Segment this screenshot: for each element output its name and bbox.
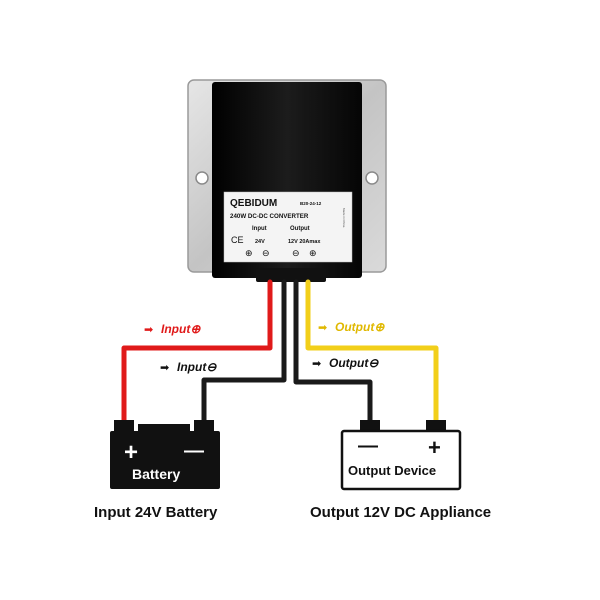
device-terminal-negative	[360, 420, 380, 432]
wire-output-negative	[293, 279, 373, 431]
caption-output-appliance: Output 12V DC Appliance	[310, 504, 492, 521]
terminal-minus-out: ⊖	[292, 249, 300, 259]
input-negative-label: Input⊖	[177, 360, 217, 374]
device-plus-sign: +	[428, 435, 441, 460]
wire-labels: ➡ Input⊕ ➡ Input⊖ ➡ Output⊕ ➡ Output⊖	[144, 320, 385, 374]
label-sticker	[223, 191, 353, 263]
output-heading: Output	[290, 226, 310, 232]
converter-title: 240W DC-DC CONVERTER	[230, 213, 309, 220]
battery-plus-sign: +	[124, 439, 138, 466]
side-note: Made in China	[342, 208, 346, 228]
output-positive-label: Output⊕	[335, 320, 385, 334]
output-negative-label: Output⊖	[329, 356, 379, 370]
input-heading: Input	[252, 226, 267, 232]
input-negative-arrow: ➡	[160, 361, 169, 374]
battery-cap	[138, 424, 190, 432]
terminal-plus-out: ⊕	[309, 249, 317, 259]
mounting-hole-right	[365, 171, 379, 185]
input-positive-arrow: ➡	[144, 323, 153, 336]
wire-output-positive	[305, 279, 439, 431]
battery-minus-sign: —	[184, 440, 204, 462]
output-positive-arrow: ➡	[318, 321, 327, 334]
output-device: — + Output Device	[340, 420, 462, 491]
terminal-minus-in: ⊖	[262, 249, 270, 259]
output-device-label: Output Device	[348, 463, 436, 478]
wire-input-positive	[121, 279, 273, 431]
input-positive-label: Input⊕	[161, 322, 201, 336]
terminal-plus-in: ⊕	[245, 249, 253, 259]
brand-name: QEBIDUM	[230, 198, 277, 209]
converter-label: QEBIDUM B20-24-12 240W DC-DC CONVERTER C…	[223, 191, 353, 263]
output-rating: 12V 20Amax	[288, 239, 321, 245]
caption-input-battery: Input 24V Battery	[94, 504, 218, 521]
battery: + — Battery	[110, 420, 220, 489]
converter-module: QEBIDUM B20-24-12 240W DC-DC CONVERTER C…	[187, 79, 387, 282]
battery-label: Battery	[132, 466, 180, 482]
model-code: B20-24-12	[300, 201, 322, 206]
wire-input-negative	[201, 279, 287, 431]
input-voltage: 24V	[255, 239, 265, 245]
device-terminal-positive	[426, 420, 446, 432]
output-negative-arrow: ➡	[312, 357, 321, 370]
cable-grommet	[256, 268, 326, 282]
battery-terminal-negative	[194, 420, 214, 432]
ce-mark: CE	[231, 235, 244, 245]
mounting-hole-left	[195, 171, 209, 185]
battery-body	[110, 431, 220, 489]
battery-terminal-positive	[114, 420, 134, 432]
device-minus-sign: —	[358, 435, 378, 457]
wires	[121, 279, 439, 431]
output-device-body	[340, 429, 462, 491]
